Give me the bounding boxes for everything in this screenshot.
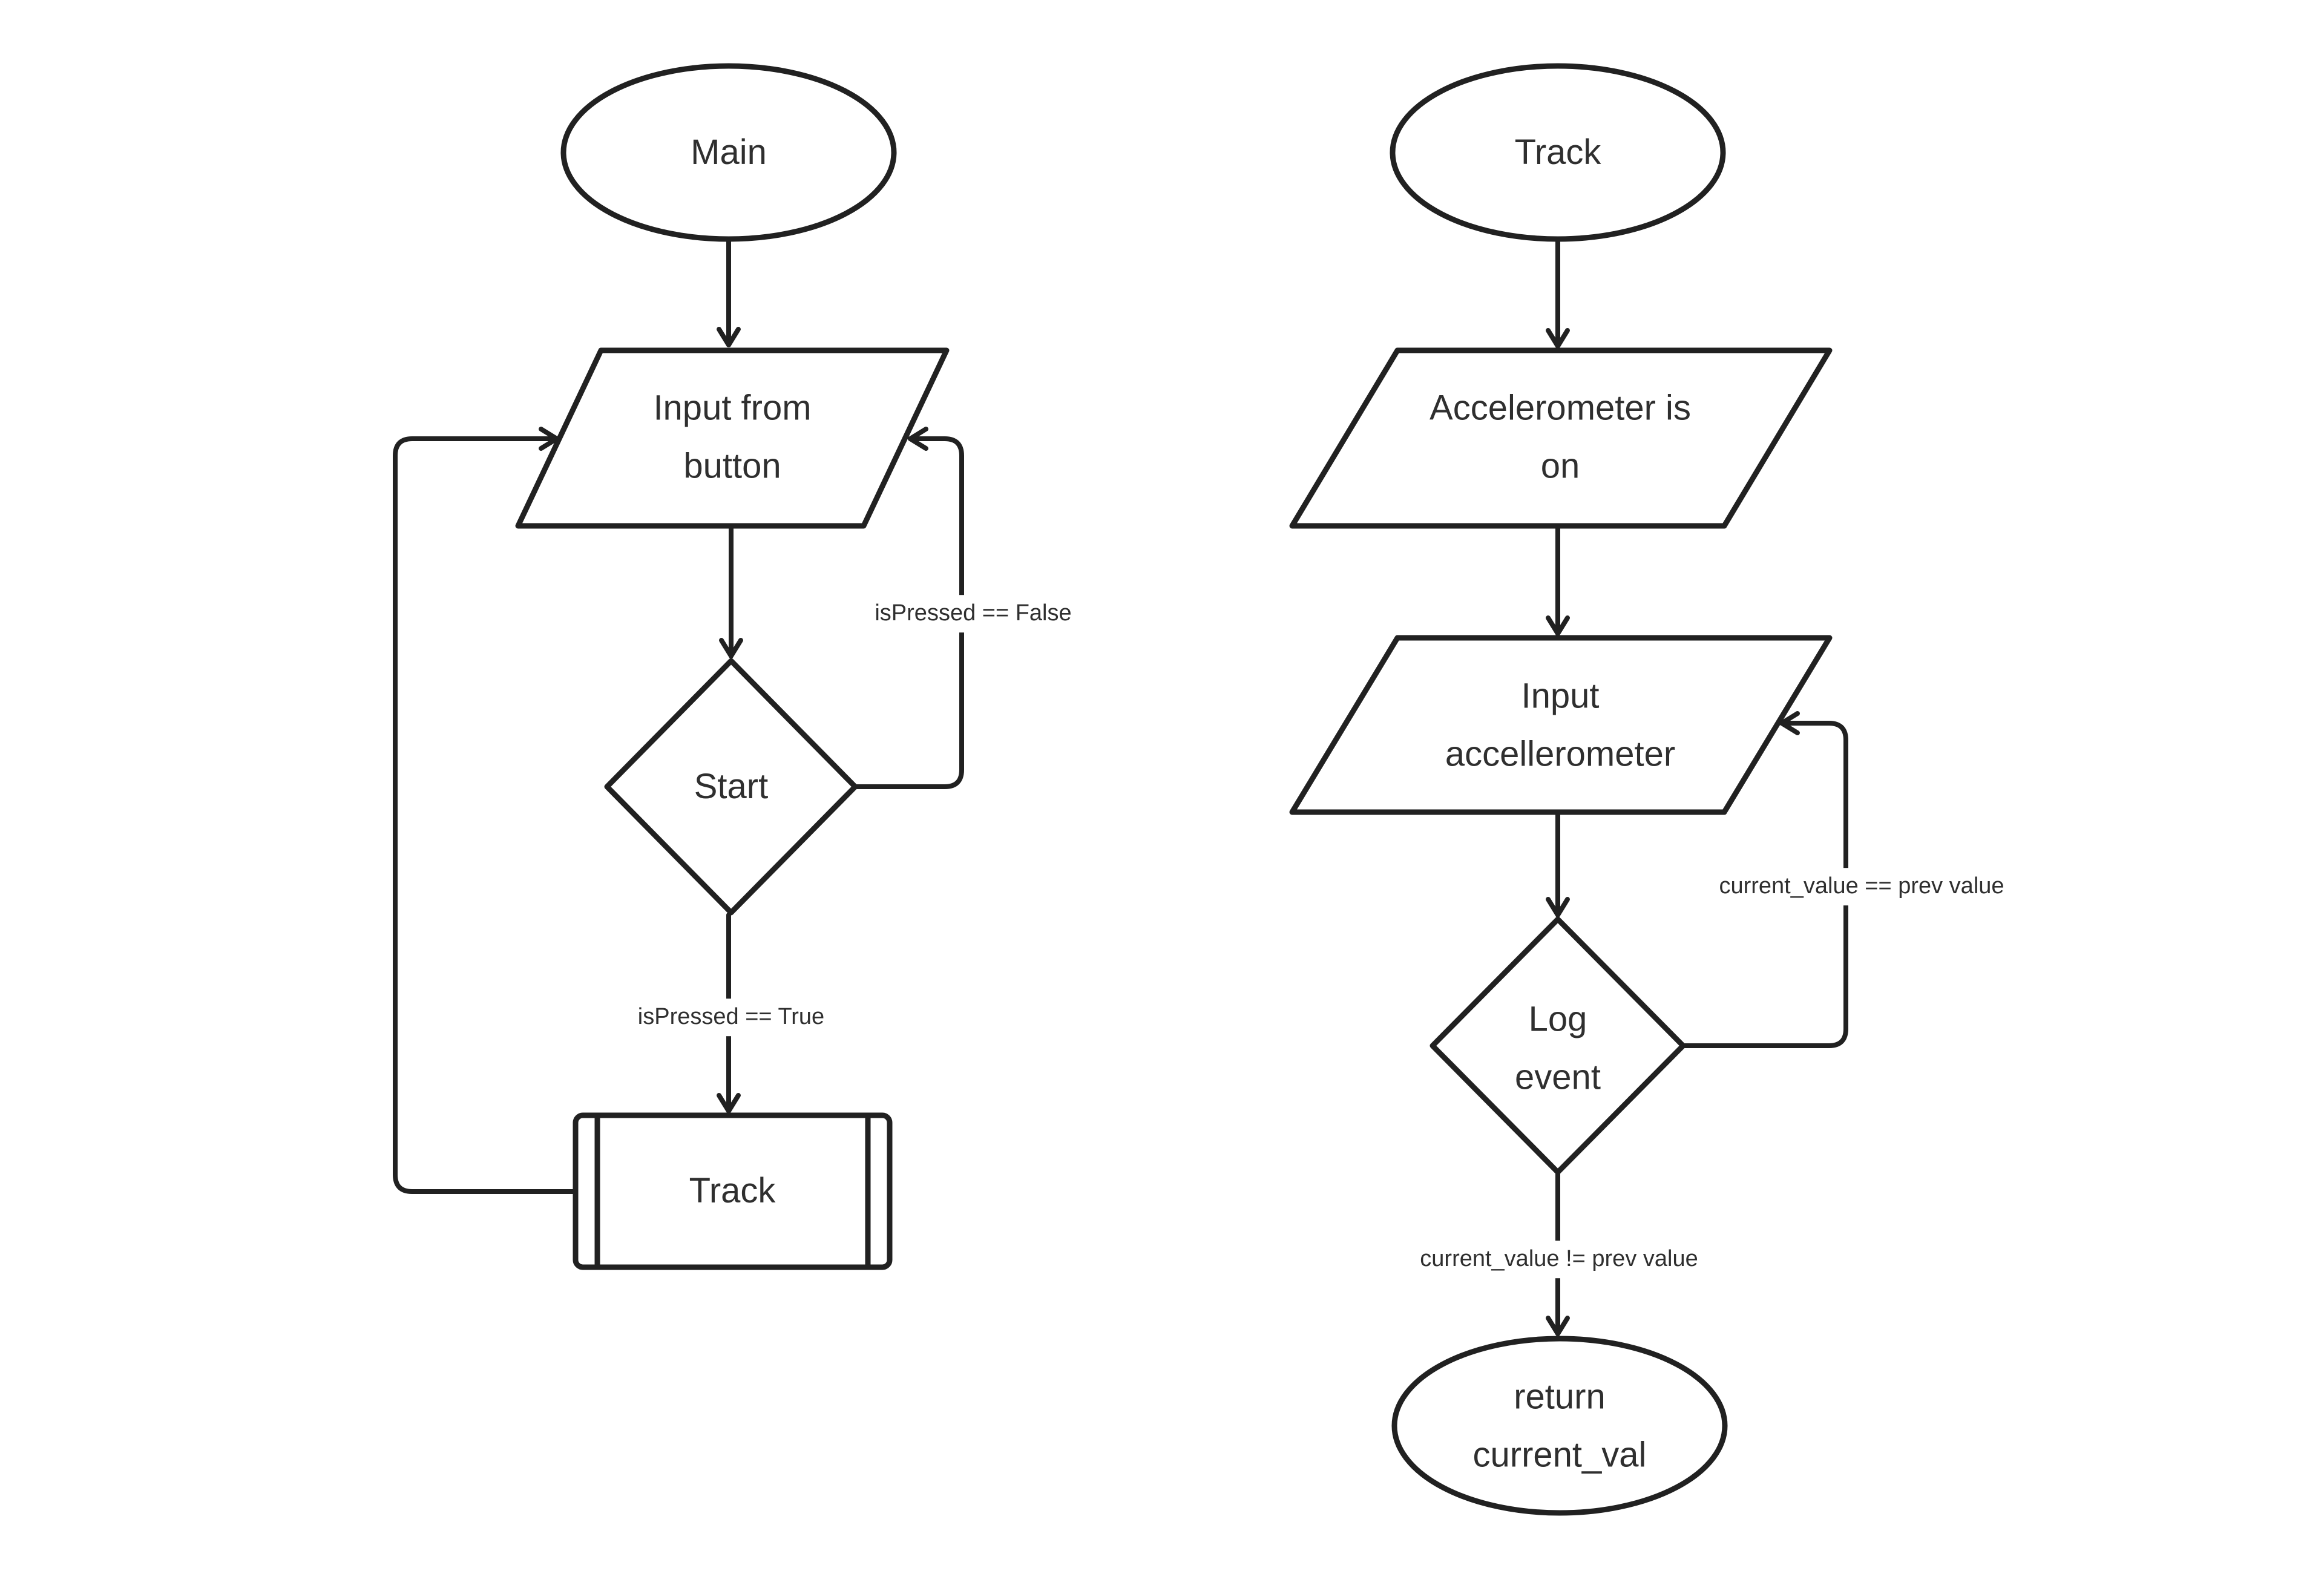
left-terminator-start-label: Main: [691, 133, 767, 172]
left-edge-track-loop-to-input: [393, 427, 578, 1194]
right-io-accelerometer-on-label: Accelerometer is on: [1430, 388, 1691, 485]
right-io-input-accelerometer-parallelogram: [1289, 635, 1833, 815]
left-io-input-from-button-parallelogram: [515, 347, 950, 529]
left-decision-start-label: Start: [694, 767, 769, 807]
right-io-accelerometer-on-parallelogram: [1289, 347, 1833, 529]
right-decision-log-event-label: Log event: [1515, 999, 1601, 1097]
right-io-input-accelerometer-label: Input accellerometer: [1445, 676, 1676, 773]
left-edge-true-branch-label: isPressed == True: [624, 999, 838, 1036]
left-io-input-from-button-label: Input from button: [653, 388, 812, 485]
left-decision-start-diamond: [604, 658, 858, 916]
right-terminator-start-label: Track: [1514, 133, 1601, 172]
right-terminator-end-label: return current_val: [1472, 1377, 1647, 1474]
left-predefined-process-track-label: Track: [689, 1171, 776, 1211]
right-edge-not-equal-branch-label: current_value != prev value: [1407, 1241, 1712, 1278]
right-edge-equal-branch-label: current_value == prev value: [1705, 868, 2018, 905]
left-edge-false-branch-label: isPressed == False: [861, 595, 1085, 632]
right-terminator-end-ellipse: [1391, 1336, 1728, 1516]
